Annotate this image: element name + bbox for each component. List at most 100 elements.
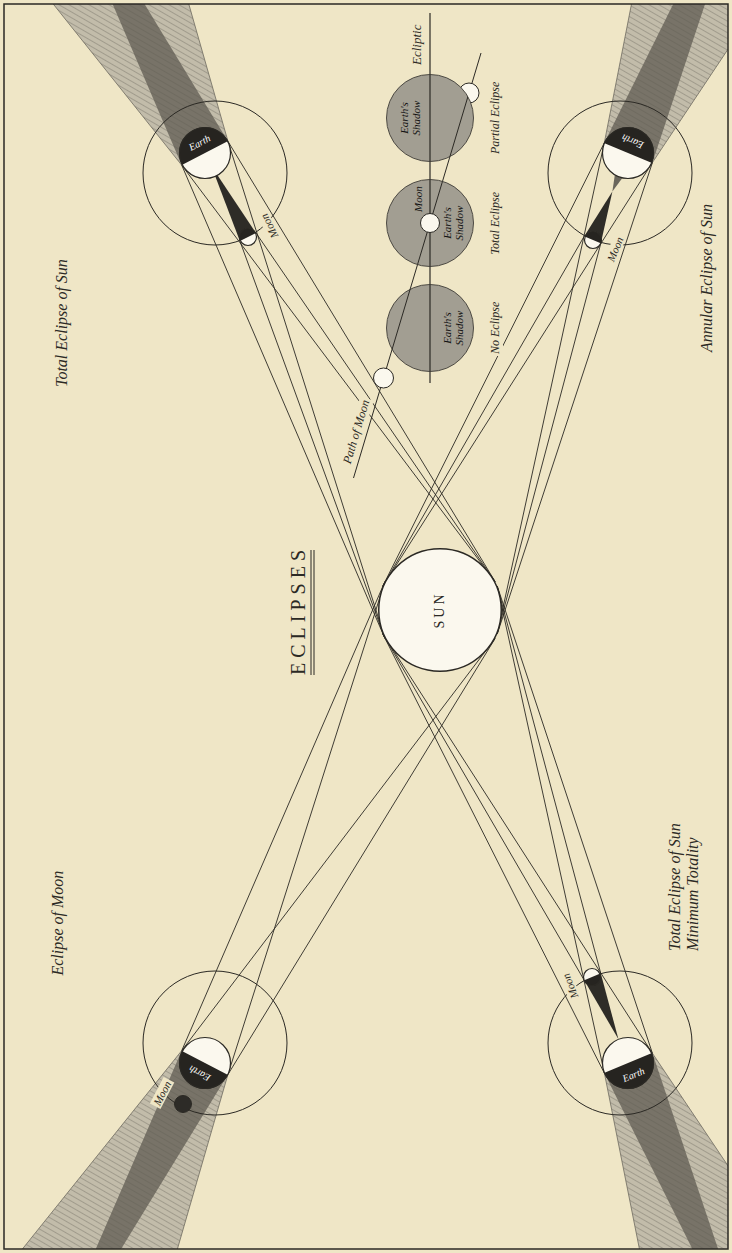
earth-globe: Earth	[602, 127, 654, 179]
ecliptic-line	[429, 13, 430, 383]
day-side	[603, 1038, 654, 1089]
light-ray	[383, 236, 585, 586]
sun-rays	[143, 101, 692, 1115]
day-side	[584, 968, 601, 985]
eclipsed-moon: Moon	[174, 1095, 192, 1113]
eclipse-title: Annular Eclipse of Sun	[698, 202, 716, 354]
plate-frame	[4, 4, 728, 1249]
moon-label: Moon	[604, 233, 626, 265]
sun-label: SUN	[432, 591, 448, 628]
earth-penumbra	[604, 1053, 728, 1249]
moon-label: Moon	[559, 970, 581, 1002]
moon-disc-outline	[239, 228, 257, 246]
globe-outline	[603, 1038, 654, 1089]
moon-path-line	[385, 284, 411, 372]
inset-lines	[430, 74, 475, 162]
eclipse-title: Eclipse of Moon	[49, 869, 67, 978]
earth-globe: Earth	[179, 127, 231, 179]
earth-shadow-circle: Earth's Shadow	[386, 74, 474, 162]
light-ray	[240, 241, 385, 638]
day-side	[179, 1037, 230, 1088]
moon-orbit	[548, 101, 692, 245]
moon-disc-outline	[584, 231, 602, 249]
moon-disc: Moon	[420, 213, 440, 233]
light-ray	[497, 243, 601, 634]
shadow-cones	[4, 4, 728, 1249]
light-ray	[182, 165, 495, 581]
night-side	[604, 1053, 654, 1089]
shadow-label: Earth's Shadow	[441, 198, 465, 248]
earth-penumbra	[4, 1051, 228, 1249]
light-ray	[497, 143, 604, 634]
moon-orbit	[143, 101, 287, 245]
light-ray	[383, 634, 653, 1054]
moon-disc: Moon	[584, 231, 602, 249]
sun-circle	[379, 549, 502, 672]
globe-outline	[179, 1037, 230, 1088]
light-ray	[256, 233, 495, 582]
moon-path-line	[354, 53, 482, 478]
ecliptic-label: Ecliptic	[410, 23, 425, 67]
moon-orbit	[143, 971, 287, 1115]
eclipse-title: Total Eclipse of Sun	[53, 257, 71, 389]
path-label: Path of Moon	[340, 396, 373, 467]
inset-lines	[385, 284, 430, 372]
shadow-label: Earth's Shadow	[398, 93, 422, 143]
earth-penumbra	[604, 4, 728, 163]
night-side	[584, 231, 601, 243]
plate-title: ECLIPSES	[287, 545, 309, 675]
shadow-circle	[387, 180, 474, 267]
earth-globe: Earth	[602, 1037, 654, 1089]
light-ray	[497, 586, 652, 1053]
title-underline	[314, 550, 315, 675]
shadow-circle	[387, 285, 474, 372]
moon-disc: Moon	[239, 228, 257, 246]
light-ray	[383, 634, 584, 980]
shadow-circle	[387, 75, 474, 162]
moon-disc-outline	[583, 968, 601, 986]
light-ray	[497, 586, 600, 973]
case-label: Partial Eclipse	[489, 80, 503, 156]
light-ray	[497, 586, 604, 1073]
eclipsed-moon-outline	[174, 1095, 192, 1113]
globe-outline	[239, 229, 256, 246]
moon-symbol	[374, 368, 394, 388]
earth-penumbra	[4, 4, 228, 165]
day-side	[584, 231, 601, 248]
eclipse-title: Total Eclipse of Sun Minimum Totality	[666, 779, 703, 953]
inset-figure	[354, 13, 482, 478]
ecliptic-line	[429, 74, 430, 162]
light-ray	[497, 163, 652, 634]
earth-umbra	[36, 4, 228, 165]
moon-path-line	[448, 74, 474, 162]
day-side	[239, 229, 256, 246]
light-ray	[383, 163, 653, 587]
light-ray	[228, 142, 495, 582]
earth-umbra	[604, 1053, 728, 1249]
moon-circle	[175, 1096, 192, 1113]
moon-label: Moon	[412, 185, 424, 213]
globe-outline	[179, 128, 230, 179]
shadow-label: Earth's Shadow	[441, 303, 465, 353]
globe-outline	[584, 968, 601, 985]
title-underline	[311, 550, 312, 675]
globe-outline	[584, 231, 601, 248]
light-ray	[182, 639, 495, 1051]
night-side	[604, 127, 654, 163]
moon-label: Moon	[257, 210, 281, 242]
earth-umbra	[34, 1051, 228, 1249]
case-label: No Eclipse	[489, 300, 503, 356]
light-ray	[383, 143, 605, 587]
light-ray	[228, 639, 495, 1075]
moon-disc: Moon	[583, 968, 601, 986]
day-side	[603, 127, 654, 178]
day-side	[179, 128, 230, 179]
earth-umbra	[604, 4, 728, 163]
sun-disc: SUN	[378, 548, 502, 672]
earth-globe: Earth	[179, 1037, 231, 1089]
night-side	[584, 973, 601, 985]
moon-antumbra	[612, 175, 622, 191]
